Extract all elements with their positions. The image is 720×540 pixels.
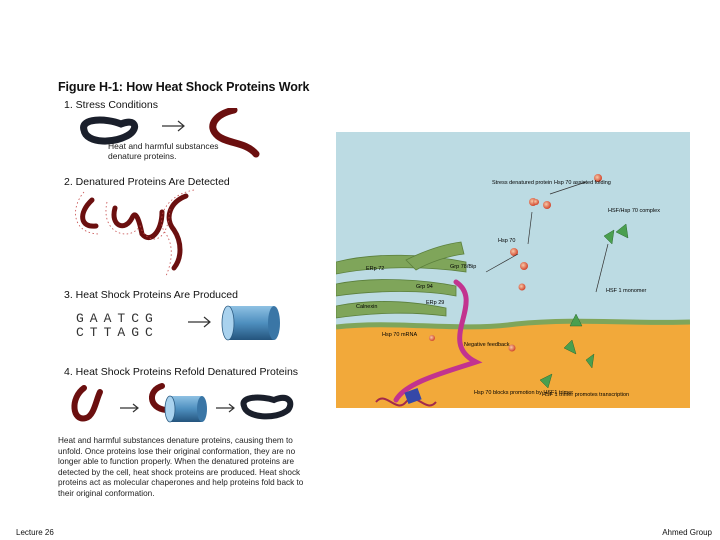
label-erp72: ERp 72 xyxy=(366,266,384,272)
step-1-heading: 1. Stress Conditions xyxy=(64,99,158,111)
step-3-heading: 3. Heat Shock Proteins Are Produced xyxy=(64,289,238,301)
label-hsf1-monomer: HSF 1 monomer xyxy=(606,288,647,294)
pathway-arrows xyxy=(485,181,609,293)
step-2-heading: 2. Denatured Proteins Are Detected xyxy=(64,176,230,188)
arrow-icon xyxy=(188,316,211,328)
refolded-protein xyxy=(240,394,294,420)
hsp70-molecules xyxy=(429,174,602,352)
label-hsp70-mrna: Hsp 70 mRNA xyxy=(382,332,417,338)
denatured-protein xyxy=(209,108,260,158)
dna-bottom-strand: CTTAGC xyxy=(76,325,159,340)
step-1-illustration xyxy=(80,108,260,158)
dna-helix xyxy=(375,397,437,407)
nuclear-membrane xyxy=(336,318,690,330)
label-erp29: ERp 29 xyxy=(426,300,444,306)
nucleus xyxy=(336,321,690,408)
step-4-illustration xyxy=(71,383,294,423)
pathway-labels: Stress denatured protein Hsp 70 assisted… xyxy=(356,180,660,398)
heat-shock-pathway-diagram: Stress denatured protein Hsp 70 assisted… xyxy=(336,132,690,408)
heat-shock-protein-cylinder xyxy=(164,395,207,423)
arrow-icon xyxy=(120,403,139,413)
label-hsp70-folding: Hsp 70 assisted folding xyxy=(554,180,611,186)
label-hsf-hsp70-complex: HSF/Hsp 70 complex xyxy=(608,208,660,214)
step-4-heading: 4. Heat Shock Proteins Refold Denatured … xyxy=(64,366,299,378)
footer-lecture: Lecture 26 xyxy=(16,528,54,537)
label-hsf1-trimer: HSF 1 trimer promotes transcription xyxy=(542,392,629,398)
label-calnexin: Calnexin xyxy=(356,304,377,310)
label-grp78: Grp 78/Bip xyxy=(450,264,476,270)
endoplasmic-reticulum xyxy=(336,241,467,319)
label-hsp70: Hsp 70 xyxy=(498,238,515,244)
dna-top-strand: GAATCG xyxy=(76,311,159,326)
denatured-protein xyxy=(80,197,99,229)
arrow-icon xyxy=(216,403,235,413)
label-stress-protein: Stress denatured protein xyxy=(492,180,552,186)
folded-protein xyxy=(80,116,139,145)
step-1-caption: Heat and harmful substances denature pro… xyxy=(108,141,219,161)
mrna-strand xyxy=(393,279,483,403)
label-hsp70-promoter: Hsp 70 blocks promotion by HSF1 trimer xyxy=(474,390,573,396)
promoter-block xyxy=(404,387,422,405)
step-2-illustration xyxy=(75,189,195,277)
label-grp94: Grp 94 xyxy=(416,284,433,290)
heat-shock-protein-cylinder xyxy=(221,305,280,341)
footer-author: Ahmed Group xyxy=(662,528,712,537)
denatured-protein xyxy=(71,385,103,422)
step-3-illustration xyxy=(188,305,280,341)
hsf1-monomers xyxy=(539,223,629,389)
protein-in-chaperone xyxy=(149,383,169,413)
explanation-text: Heat and harmful substances denature pro… xyxy=(58,436,304,498)
figure-title: Figure H-1: How Heat Shock Proteins Work xyxy=(58,80,310,94)
arrow-icon xyxy=(162,120,185,132)
denatured-protein xyxy=(166,193,189,271)
denatured-protein xyxy=(111,205,165,241)
label-negative-feedback: Negative feedback xyxy=(464,342,510,348)
detection-markers xyxy=(75,189,195,277)
